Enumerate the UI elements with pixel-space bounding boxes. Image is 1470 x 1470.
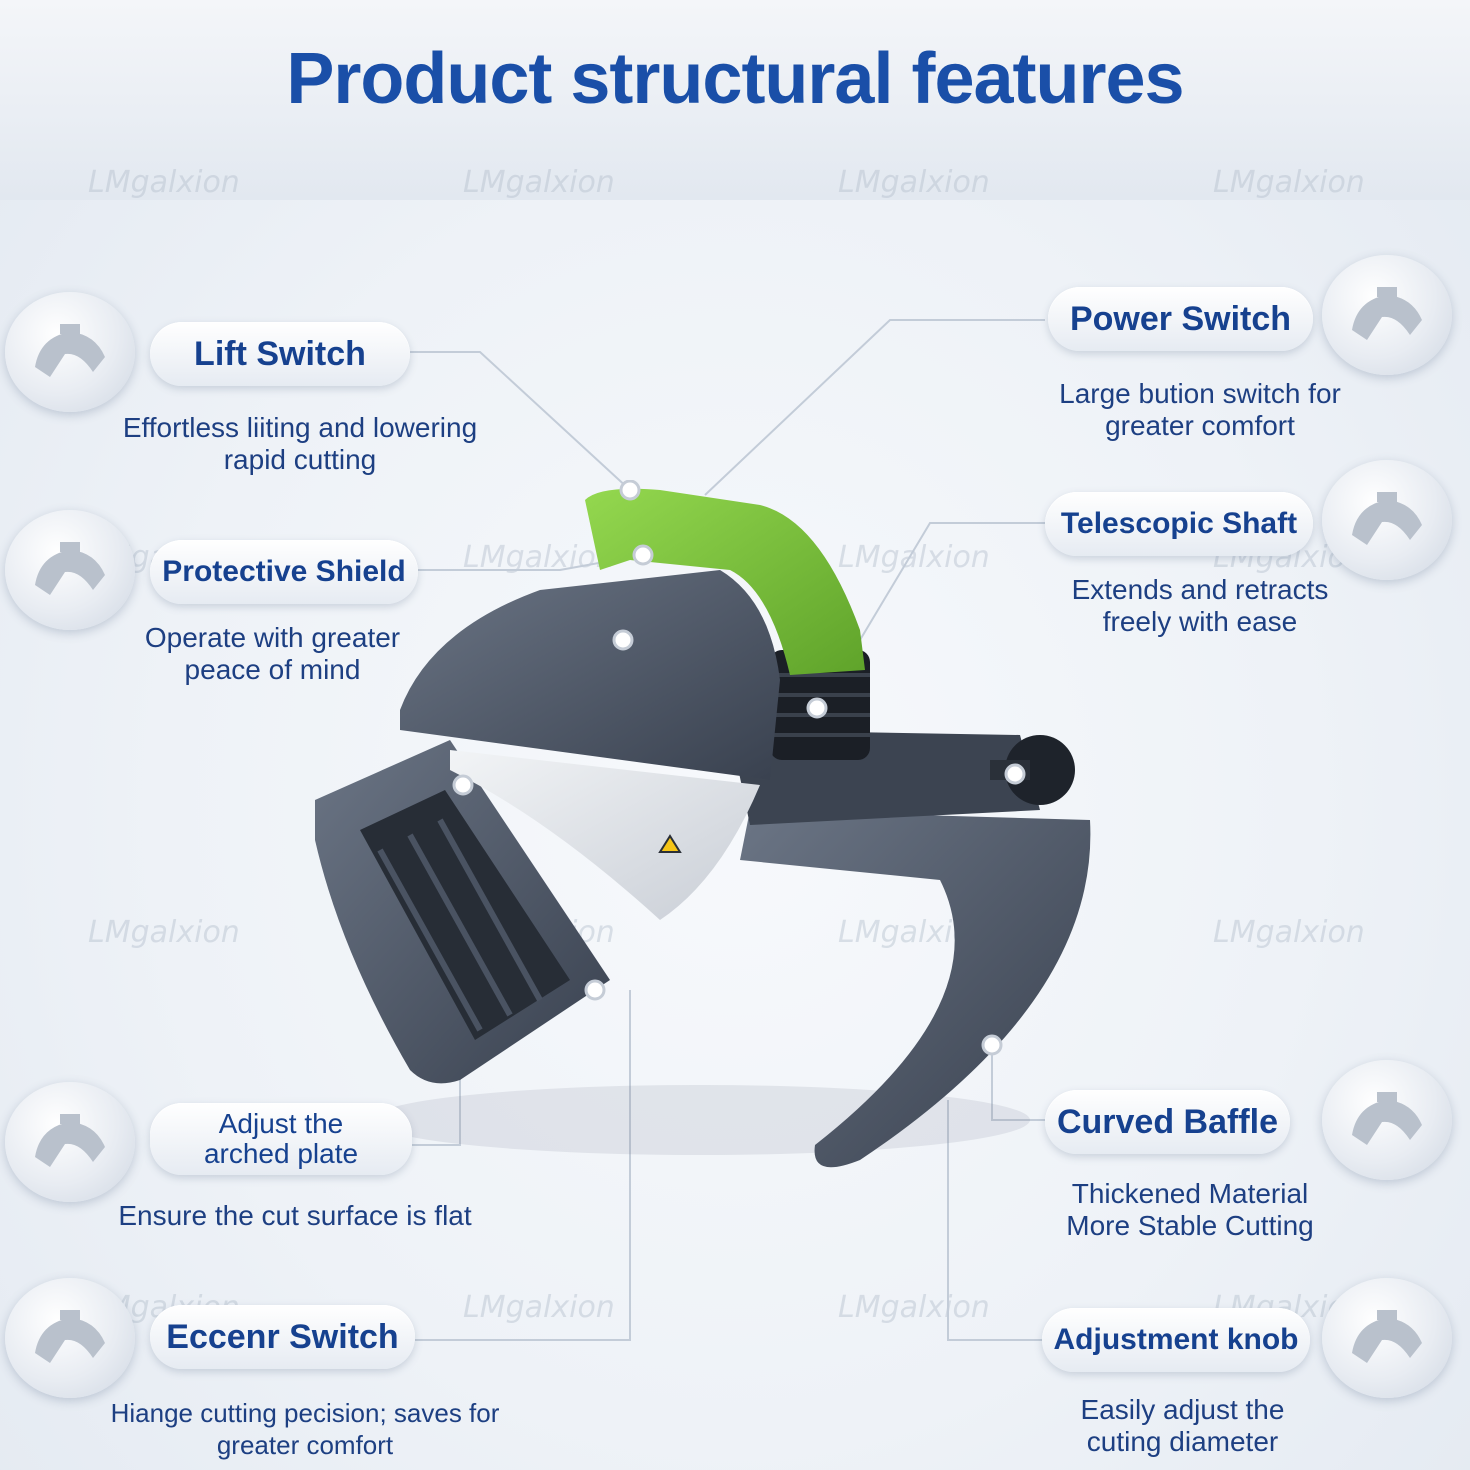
feature-desc-eccenr-switch: Hiange cutting pecision; saves for great… (110, 1398, 500, 1460)
machine-badge-icon (1352, 1092, 1422, 1145)
feature-desc-arched-plate: Ensure the cut surface is flat (118, 1200, 472, 1231)
feature-label-telescopic-shaft: Telescopic Shaft (1045, 492, 1313, 556)
feature-label-adjustment-knob: Adjustment knob (1042, 1308, 1310, 1372)
feature-badge-curved-baffle (1322, 1060, 1452, 1180)
feature-label-eccenr-switch: Eccenr Switch (150, 1305, 415, 1369)
feature-badge-telescopic-shaft (1322, 460, 1452, 580)
machine-badge-icon (1352, 1310, 1422, 1363)
machine-badge-icon (35, 1310, 105, 1363)
feature-label-lift-switch: Lift Switch (150, 322, 410, 386)
feature-badge-lift-switch (5, 292, 135, 412)
watermark: LMgalxion (1213, 165, 1365, 200)
watermark: LMgalxion (463, 165, 615, 200)
feature-desc-power-switch: Large bution switch for greater comfort (1059, 378, 1341, 441)
feature-desc-telescopic-shaft: Extends and retracts freely with ease (1071, 574, 1329, 637)
pipe-cutter-illustration (315, 480, 1091, 1168)
feature-badge-adjustment-knob (1322, 1278, 1452, 1398)
feature-label-curved-baffle: Curved Baffle (1045, 1090, 1290, 1154)
watermark: LMgalxion (838, 540, 990, 575)
feature-desc-adjustment-knob: Easily adjust the cuting diameter (1080, 1394, 1285, 1457)
header-band (0, 0, 1470, 200)
feature-badge-arched-plate (5, 1082, 135, 1202)
leader-line-curved-baffle (991, 1050, 1045, 1121)
machine-badge-icon (35, 324, 105, 377)
leader-line-lift-switch (410, 351, 631, 491)
adjustment-knob-part (1005, 735, 1075, 805)
feature-badge-eccenr-switch (5, 1278, 135, 1398)
machine-badge-icon (35, 542, 105, 595)
watermark: LMgalxion (1213, 915, 1365, 950)
feature-label-protective-shield: Protective Shield (150, 540, 418, 604)
feature-badge-power-switch (1322, 255, 1452, 375)
watermark: LMgalxion (88, 915, 240, 950)
watermark: LMgalxion (463, 1290, 615, 1325)
leader-line-eccenr-switch (415, 990, 631, 1341)
leader-line-adjustment-knob (947, 1100, 1045, 1341)
curved-baffle-part (740, 810, 1091, 1168)
machine-badge-icon (1352, 492, 1422, 545)
machine-badge-icon (1352, 287, 1422, 340)
feature-badge-protective-shield (5, 510, 135, 630)
green-handle-part (585, 488, 865, 675)
watermark: LMgalxion (88, 165, 240, 200)
page-title: Product structural features (286, 39, 1184, 119)
leader-line-power-switch (704, 319, 1045, 496)
watermark: LMgalxion (838, 165, 990, 200)
machine-badge-icon (35, 1114, 105, 1167)
feature-label-arched-plate: Adjust the arched plate (150, 1103, 412, 1175)
feature-desc-curved-baffle: Thickened Material More Stable Cutting (1066, 1178, 1314, 1241)
feature-desc-lift-switch: Effortless liiting and lowering rapid cu… (122, 412, 478, 475)
leader-line-telescopic-shaft (859, 522, 1045, 641)
warning-triangle-icon (658, 834, 682, 853)
feature-desc-protective-shield: Operate with greater peace of mind (144, 622, 401, 685)
blade-guard-part (450, 750, 760, 920)
protective-shield-part (400, 570, 780, 780)
feature-label-power-switch: Power Switch (1048, 287, 1313, 351)
watermark: LMgalxion (838, 1290, 990, 1325)
